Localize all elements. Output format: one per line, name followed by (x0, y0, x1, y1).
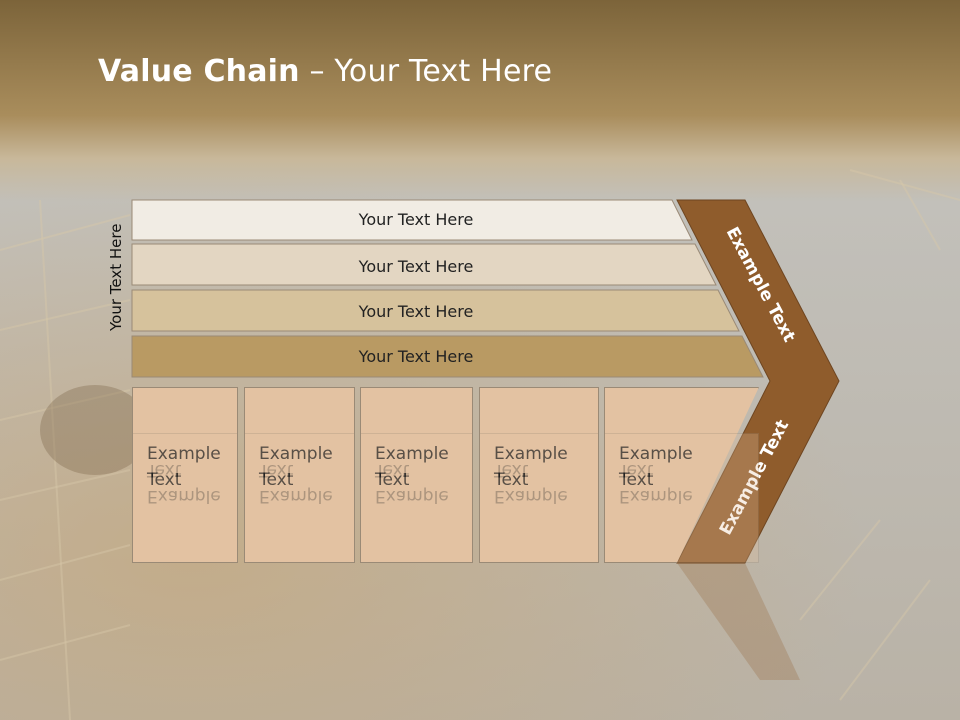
support-row-1-bar (131, 199, 693, 241)
title-bold: Value Chain (98, 54, 300, 89)
primary-box-5-reflection-label: Example Text (619, 460, 693, 506)
primary-box-3-label: Example Text (375, 444, 449, 490)
primary-box-2: Example Text (244, 387, 355, 563)
primary-box-3-reflection-label: Example Text (375, 460, 449, 506)
support-row-1: Your Text Here (131, 199, 693, 241)
primary-box-4-reflection: Example Text (479, 433, 599, 563)
primary-box-2-reflection: Example Text (244, 433, 355, 563)
primary-box-2-label: Example Text (259, 444, 333, 490)
primary-box-2-reflection-label: Example Text (259, 460, 333, 506)
primary-box-4: Example Text (479, 387, 599, 563)
slide-title: Value Chain – Your Text Here (98, 54, 552, 89)
primary-box-1-reflection: Example Text (132, 433, 238, 563)
support-row-2-label: Your Text Here (358, 257, 474, 276)
primary-box-3-reflection: Example Text (360, 433, 473, 563)
title-rest: – Your Text Here (299, 54, 553, 89)
support-row-3: Your Text Here (131, 289, 740, 332)
primary-box-5-reflection: Example Text (604, 433, 759, 563)
support-row-3-label: Your Text Here (358, 302, 474, 321)
support-row-4-label: Your Text Here (358, 347, 474, 366)
primary-box-1-label: Example Text (147, 444, 221, 490)
support-row-1-label: Your Text Here (358, 210, 474, 229)
support-row-4-bar (131, 335, 764, 378)
primary-box-4-reflection-label: Example Text (494, 460, 568, 506)
primary-box-5-label: Example Text (619, 444, 693, 490)
support-row-2-bar (131, 243, 717, 286)
primary-box-1: Example Text (132, 387, 238, 563)
margin-chevron (676, 199, 840, 564)
primary-box-1-reflection-label: Example Text (147, 460, 221, 506)
support-row-2: Your Text Here (131, 243, 717, 286)
margin-chevron-reflection (677, 563, 800, 680)
primary-box-3: Example Text (360, 387, 473, 563)
support-row-3-bar (131, 289, 740, 332)
primary-box-4-label: Example Text (494, 444, 568, 490)
support-row-4: Your Text Here (131, 335, 764, 378)
